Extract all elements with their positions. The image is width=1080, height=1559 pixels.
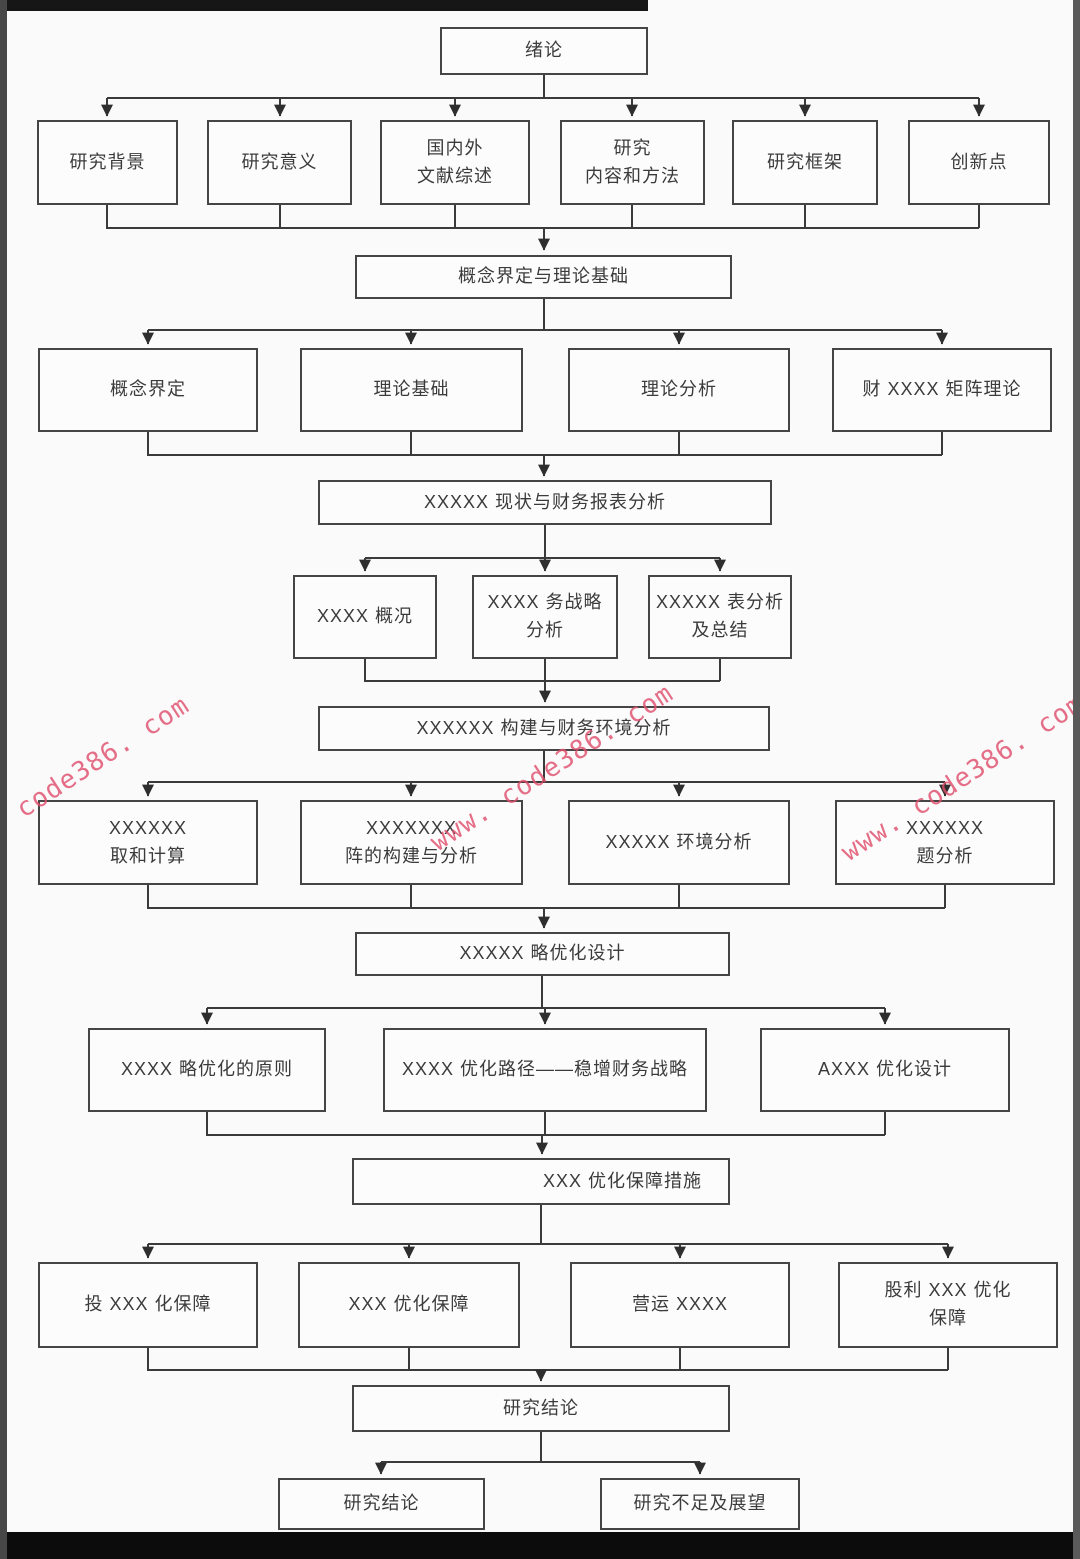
box-label: 概念界定 xyxy=(110,379,186,400)
box-theory-basis: 理论基础 xyxy=(300,348,523,432)
box-research-background: 研究背景 xyxy=(37,120,178,205)
box-environment-analysis: XXXXX 环境分析 xyxy=(568,800,790,885)
box-label: XXXXX 表分析 及总结 xyxy=(655,592,785,640)
box-label: XXXX 务战略 分析 xyxy=(487,592,603,640)
scan-edge-bottom xyxy=(0,1532,1080,1559)
box-theory-analysis: 理论分析 xyxy=(568,348,790,432)
box-intro: 绪论 xyxy=(440,27,648,75)
box-dividend-safeguard: 股利 XXX 优化 保障 xyxy=(838,1262,1058,1348)
box-label: 研究框架 xyxy=(767,151,843,172)
box-matrix-construction: XXXXXXX 阵的构建与分析 xyxy=(300,800,523,885)
box-concept-definition: 概念界定 xyxy=(38,348,258,432)
box-literature-review: 国内外 文献综述 xyxy=(380,120,530,205)
box-investment-safeguard: 投 XXX 化保障 xyxy=(38,1262,258,1348)
box-problem-analysis: XXXXXX 题分析 xyxy=(835,800,1055,885)
box-optimize-design-detail: AXXX 优化设计 xyxy=(760,1028,1010,1112)
box-label: 研究意义 xyxy=(241,151,318,172)
box-label: 理论分析 xyxy=(641,379,717,400)
box-strategy-analysis: XXXX 务战略 分析 xyxy=(472,575,618,659)
box-label: XXXXX 略优化设计 xyxy=(459,943,626,964)
scan-edge-right xyxy=(1073,0,1080,1559)
box-data-calculation: XXXXXX 取和计算 xyxy=(38,800,258,885)
box-innovations: 创新点 xyxy=(908,120,1050,205)
box-content-and-methods: 研究 内容和方法 xyxy=(560,120,705,205)
box-label: XXXXXXX 阵的构建与分析 xyxy=(345,817,478,866)
box-statement-summary: XXXXX 表分析 及总结 xyxy=(648,575,792,659)
box-label: XXXX 略优化的原则 xyxy=(120,1059,294,1080)
box-label: 股利 XXX 优化 保障 xyxy=(884,1280,1012,1328)
box-label: 概念界定与理论基础 xyxy=(458,266,629,287)
box-matrix-theory: 财 XXXX 矩阵理论 xyxy=(832,348,1052,432)
box-label: XXXXX 现状与财务报表分析 xyxy=(423,491,667,512)
box-label: 研究背景 xyxy=(69,151,146,172)
box-label: XXXXXX 构建与财务环境分析 xyxy=(416,717,672,738)
box-label: 创新点 xyxy=(950,151,1008,172)
box-limitations-outlook: 研究不足及展望 xyxy=(600,1478,800,1530)
box-label: 投 XXX 化保障 xyxy=(84,1294,212,1315)
box-company-overview: XXXX 概况 xyxy=(293,575,437,659)
box-label: 研究 内容和方法 xyxy=(585,137,680,186)
box-final-conclusion: 研究结论 xyxy=(278,1478,485,1530)
box-optimize-principles: XXXX 略优化的原则 xyxy=(88,1028,326,1112)
box-optimize-design: XXXXX 略优化设计 xyxy=(355,932,730,976)
box-label: XXX 优化保障措施 xyxy=(542,1170,702,1191)
box-label: 研究不足及展望 xyxy=(633,1493,767,1514)
box-label: 财 XXXX 矩阵理论 xyxy=(862,379,1022,400)
box-label: XXXX 概况 xyxy=(316,606,414,627)
box-label: XXXXXX 题分析 xyxy=(905,817,985,866)
box-intro-label: 绪论 xyxy=(525,40,563,61)
scan-edge-left xyxy=(0,0,7,1559)
box-construct-environment: XXXXXX 构建与财务环境分析 xyxy=(318,706,770,751)
box-operation-safeguard: 营运 XXXX xyxy=(570,1262,790,1348)
box-label: 研究结论 xyxy=(503,1397,579,1418)
box-status-analysis: XXXXX 现状与财务报表分析 xyxy=(318,480,772,525)
box-safeguard-measures: XXX 优化保障措施 xyxy=(352,1158,730,1205)
box-label: 理论基础 xyxy=(373,379,450,400)
box-label: 研究结论 xyxy=(343,1493,420,1514)
box-label: XXXXXX 取和计算 xyxy=(108,817,188,866)
scan-edge-top xyxy=(0,0,648,11)
box-label: AXXX 优化设计 xyxy=(817,1059,953,1080)
box-label: XXXX 优化路径——稳增财务战略 xyxy=(401,1059,689,1080)
box-label: 营运 XXXX xyxy=(631,1294,729,1315)
box-label: XXX 优化保障 xyxy=(348,1294,470,1315)
box-optimize-path: XXXX 优化路径——稳增财务战略 xyxy=(383,1028,707,1112)
box-research-framework: 研究框架 xyxy=(732,120,878,205)
box-research-conclusion-bar: 研究结论 xyxy=(352,1385,730,1432)
box-label: 国内外 文献综述 xyxy=(417,137,493,186)
box-research-significance: 研究意义 xyxy=(207,120,352,205)
box-concept-theory: 概念界定与理论基础 xyxy=(355,255,732,299)
box-label: XXXXX 环境分析 xyxy=(605,831,753,852)
box-optimize-safeguard: XXX 优化保障 xyxy=(298,1262,520,1348)
